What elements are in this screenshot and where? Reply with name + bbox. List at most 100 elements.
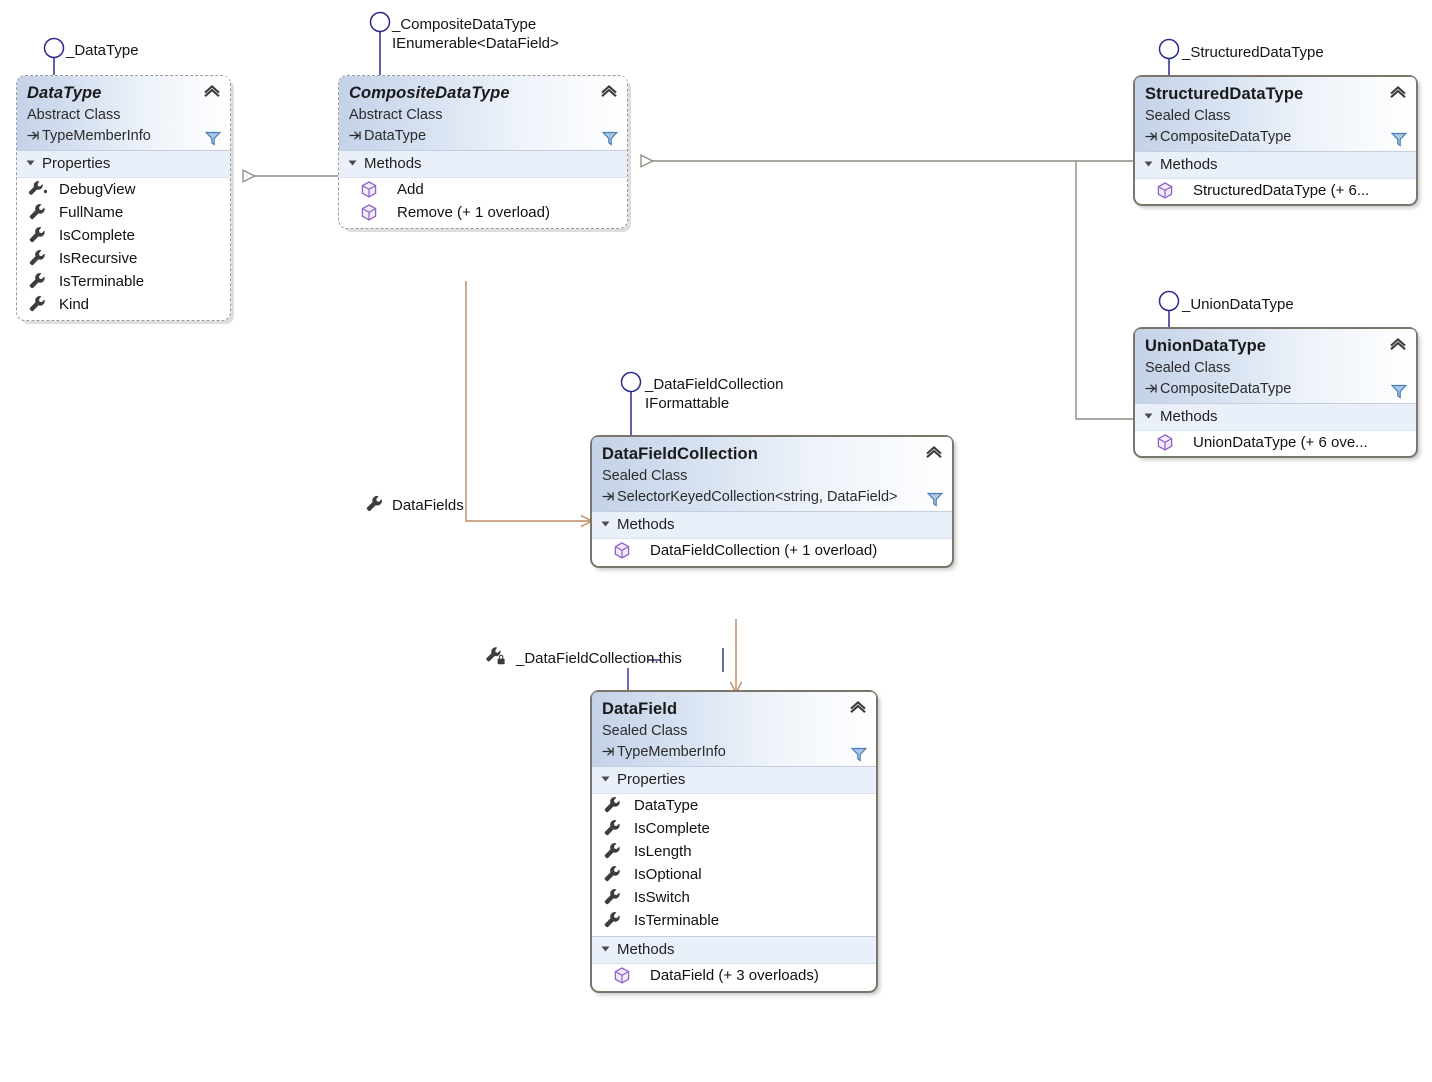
section-label: Methods — [1160, 407, 1218, 425]
member-label: Kind — [59, 295, 90, 313]
method-icon — [1157, 181, 1179, 199]
lollipop-datafieldcollection[interactable] — [617, 370, 647, 438]
lollipop-line: _UnionDataType — [1182, 296, 1294, 313]
member-row[interactable]: FullName — [17, 201, 230, 224]
property-icon — [602, 796, 624, 814]
property-icon — [602, 911, 624, 929]
section-header-methods[interactable]: Methods — [1135, 402, 1416, 431]
assoc-label-collection-this: _DataFieldCollection.this — [484, 646, 682, 670]
member-row[interactable]: DataField (+ 3 overloads) — [592, 964, 876, 987]
chevron-up-icon[interactable] — [600, 84, 618, 98]
filter-icon[interactable] — [851, 747, 867, 762]
class-base: SelectorKeyedCollection<string, DataFiel… — [602, 487, 942, 509]
class-kind: Abstract Class — [349, 106, 443, 123]
property-icon — [27, 249, 49, 267]
member-row[interactable]: IsComplete — [592, 817, 876, 840]
member-row[interactable]: IsSwitch — [592, 886, 876, 909]
section-label: Methods — [617, 515, 675, 533]
lollipop-structureddatatype[interactable] — [1155, 37, 1185, 79]
section-label: Methods — [364, 154, 422, 172]
member-row[interactable]: IsTerminable — [592, 909, 876, 932]
class-base-text: SelectorKeyedCollection<string, DataFiel… — [617, 488, 898, 505]
member-row[interactable]: IsOptional — [592, 863, 876, 886]
member-row[interactable]: Add — [339, 178, 627, 201]
property-icon — [27, 295, 49, 313]
section-header-methods[interactable]: Methods — [339, 149, 627, 178]
assoc-label-text: _DataFieldCollection.this — [516, 649, 682, 667]
class-base-text: DataType — [364, 127, 427, 144]
method-icon — [614, 966, 636, 984]
member-label: Remove (+ 1 overload) — [397, 203, 550, 221]
triangle-collapse-icon — [601, 521, 610, 527]
section-label: Methods — [617, 940, 675, 958]
member-list: UnionDataType (+ 6 ove... — [1135, 431, 1416, 456]
property-icon — [602, 842, 624, 860]
property-icon — [364, 494, 384, 516]
lollipop-uniondatatype[interactable] — [1155, 289, 1185, 331]
property-icon — [602, 819, 624, 837]
member-list: DebugView FullName IsComplete — [17, 178, 230, 320]
filter-icon[interactable] — [927, 492, 943, 507]
class-node-compositedatatype[interactable]: CompositeDataType Abstract Class DataTyp… — [338, 75, 628, 229]
member-row[interactable]: DataType — [592, 794, 876, 817]
lollipop-label-uniondatatype: _UnionDataType — [1182, 296, 1294, 315]
class-title: DataFieldCollection — [602, 445, 758, 463]
lollipop-label-datafieldcollection: _DataFieldCollection IFormattable — [645, 376, 783, 414]
class-base: CompositeDataType — [1145, 127, 1406, 149]
member-row[interactable]: IsLength — [592, 840, 876, 863]
chevron-up-icon[interactable] — [1389, 337, 1407, 351]
lollipop-datatype[interactable] — [40, 36, 70, 78]
section-header-properties[interactable]: Properties — [17, 149, 230, 178]
node-header: DataFieldCollection Sealed Class Selecto… — [592, 437, 952, 511]
section-header-methods[interactable]: Methods — [592, 510, 952, 539]
member-row[interactable]: IsComplete — [17, 224, 230, 247]
member-label: UnionDataType (+ 6 ove... — [1193, 433, 1368, 451]
chevron-up-icon[interactable] — [849, 700, 867, 714]
filter-icon[interactable] — [205, 131, 221, 146]
lollipop-label-structureddatatype: _StructuredDataType — [1182, 44, 1324, 63]
member-row[interactable]: IsTerminable — [17, 270, 230, 293]
filter-icon[interactable] — [602, 131, 618, 146]
class-base-text: TypeMemberInfo — [42, 127, 151, 144]
assoc-label-text: DataFields — [392, 496, 464, 514]
base-arrow-icon — [349, 127, 364, 148]
filter-icon[interactable] — [1391, 132, 1407, 147]
member-row[interactable]: Remove (+ 1 overload) — [339, 201, 627, 224]
class-title: StructuredDataType — [1145, 85, 1304, 103]
class-node-datatype[interactable]: DataType Abstract Class TypeMemberInfo P… — [16, 75, 231, 321]
class-base-text: TypeMemberInfo — [617, 743, 726, 760]
property-private-icon — [27, 180, 49, 198]
member-label: DebugView — [59, 180, 136, 198]
member-row[interactable]: IsRecursive — [17, 247, 230, 270]
member-row[interactable]: StructuredDataType (+ 6... — [1135, 179, 1416, 202]
member-label: IsOptional — [634, 865, 702, 883]
member-row[interactable]: UnionDataType (+ 6 ove... — [1135, 431, 1416, 454]
member-row[interactable]: DataFieldCollection (+ 1 overload) — [592, 539, 952, 562]
lollipop-compositedatatype[interactable] — [366, 10, 396, 78]
chevron-up-icon[interactable] — [1389, 85, 1407, 99]
lollipop-line: IFormattable — [645, 394, 730, 412]
class-node-uniondatatype[interactable]: UnionDataType Sealed Class CompositeData… — [1133, 327, 1418, 458]
lollipop-line: _CompositeDataType — [392, 16, 537, 33]
class-kind: Sealed Class — [1145, 107, 1231, 124]
class-base-text: CompositeDataType — [1160, 380, 1292, 397]
member-row[interactable]: DebugView — [17, 178, 230, 201]
class-node-structureddatatype[interactable]: StructuredDataType Sealed Class Composit… — [1133, 75, 1418, 206]
class-title: UnionDataType — [1145, 337, 1267, 355]
section-header-methods[interactable]: Methods — [1135, 150, 1416, 179]
section-header-methods[interactable]: Methods — [592, 935, 876, 964]
member-row[interactable]: Kind — [17, 293, 230, 316]
property-icon — [27, 272, 49, 290]
member-label: DataType — [634, 796, 699, 814]
chevron-up-icon[interactable] — [925, 445, 943, 459]
triangle-collapse-icon — [26, 160, 35, 166]
triangle-collapse-icon — [1144, 161, 1153, 167]
member-label: StructuredDataType (+ 6... — [1193, 181, 1370, 199]
node-header: CompositeDataType Abstract Class DataTyp… — [339, 76, 627, 150]
filter-icon[interactable] — [1391, 384, 1407, 399]
class-node-datafield[interactable]: DataField Sealed Class TypeMemberInfo Pr… — [590, 690, 878, 993]
class-node-datafieldcollection[interactable]: DataFieldCollection Sealed Class Selecto… — [590, 435, 954, 568]
property-icon — [602, 865, 624, 883]
chevron-up-icon[interactable] — [203, 84, 221, 98]
section-header-properties[interactable]: Properties — [592, 765, 876, 794]
